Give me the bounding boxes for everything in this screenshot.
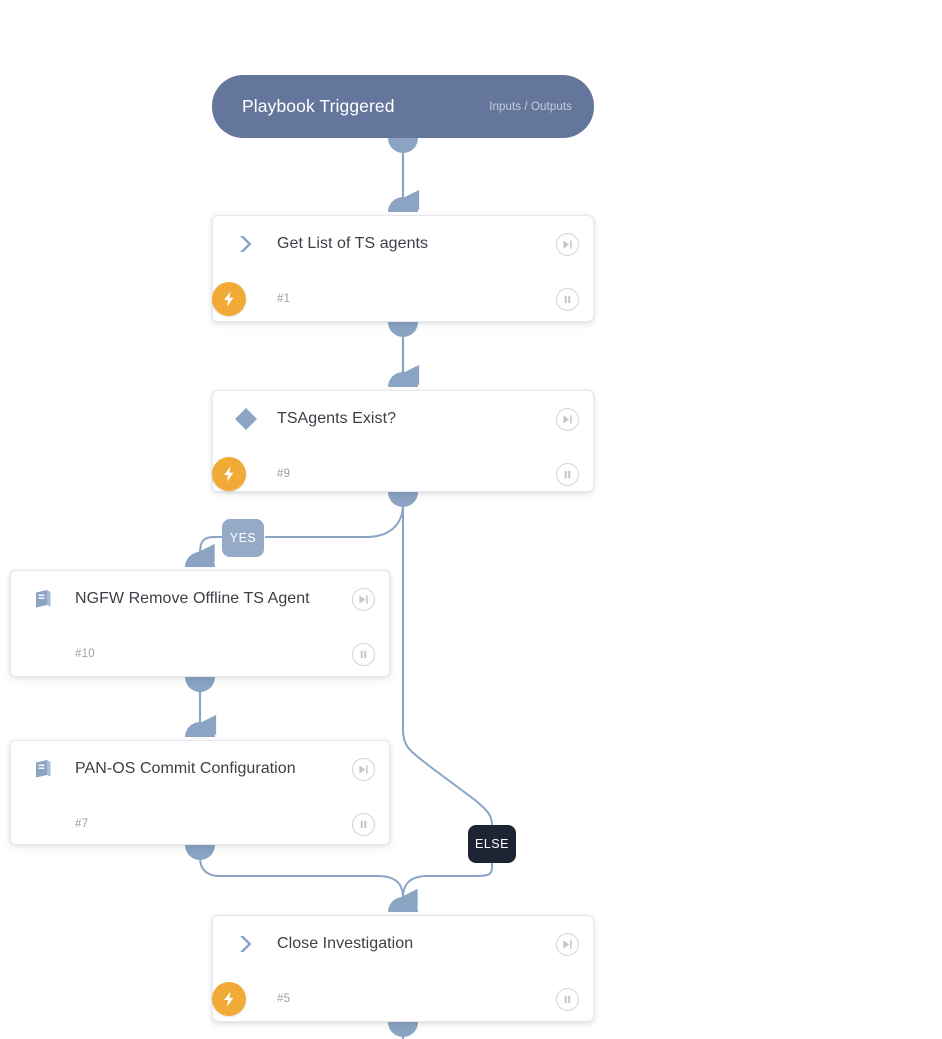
task-id-label: #7 <box>75 818 89 830</box>
playbook-triggered-header[interactable]: Playbook Triggered Inputs / Outputs <box>212 75 594 138</box>
task-id-label: #9 <box>277 468 291 480</box>
task-id-label: #10 <box>75 648 95 660</box>
skip-forward-icon[interactable] <box>556 932 579 956</box>
task-card-ngfw-remove-offline-ts-agent[interactable]: NGFW Remove Offline TS Agent #10 <box>10 570 390 677</box>
branch-label-yes[interactable]: YES <box>222 519 264 557</box>
task-card-header: TSAgents Exist? <box>213 391 593 447</box>
task-card-pan-os-commit-configuration[interactable]: PAN-OS Commit Configuration #7 <box>10 740 390 845</box>
task-title: Close Investigation <box>277 935 414 952</box>
task-card-get-list-of-ts-agents[interactable]: Get List of TS agents #1 <box>212 215 594 322</box>
edge-task7-to-task5 <box>199 856 418 908</box>
chevron-right-icon <box>231 929 261 959</box>
task-card-header: Get List of TS agents <box>213 216 593 272</box>
lightning-bolt-icon <box>212 457 246 491</box>
task-id-label: #1 <box>277 293 291 305</box>
pause-icon[interactable] <box>556 462 579 486</box>
port-task10-in <box>185 552 215 567</box>
task-title: PAN-OS Commit Configuration <box>75 760 296 777</box>
port-task9-in <box>388 372 418 387</box>
inputs-outputs-link[interactable]: Inputs / Outputs <box>489 100 572 113</box>
pause-icon[interactable] <box>556 987 579 1011</box>
task-title: NGFW Remove Offline TS Agent <box>75 590 310 607</box>
port-task5-in <box>388 897 418 912</box>
pause-icon[interactable] <box>352 812 375 836</box>
book-playbook-icon <box>29 754 59 784</box>
pause-icon[interactable] <box>556 287 579 311</box>
book-playbook-icon <box>29 584 59 614</box>
port-header-out <box>388 138 418 153</box>
skip-forward-icon[interactable] <box>352 587 375 611</box>
skip-forward-icon[interactable] <box>556 232 579 256</box>
lightning-bolt-icon <box>212 982 246 1016</box>
task-card-footer: #10 <box>11 627 389 681</box>
port-task1-in <box>388 197 418 212</box>
edge-else-to-task5 <box>402 863 493 899</box>
task-card-header: Close Investigation <box>213 916 593 972</box>
task-id-label: #5 <box>277 993 291 1005</box>
lightning-bolt-icon <box>212 282 246 316</box>
task-card-footer: #1 <box>212 272 593 326</box>
skip-forward-icon[interactable] <box>556 407 579 431</box>
branch-label-else[interactable]: ELSE <box>468 825 516 863</box>
task-title: TSAgents Exist? <box>277 410 397 427</box>
pause-icon[interactable] <box>352 642 375 666</box>
edge-yes-to-task10 <box>196 536 222 563</box>
task-card-footer: #9 <box>212 447 593 501</box>
port-task7-in <box>185 722 215 737</box>
chevron-right-icon <box>231 229 261 259</box>
task-card-header: PAN-OS Commit Configuration <box>11 741 389 797</box>
task-card-header: NGFW Remove Offline TS Agent <box>11 571 389 627</box>
skip-forward-icon[interactable] <box>352 757 375 781</box>
edge-task9-to-yes <box>265 503 404 538</box>
task-card-footer: #5 <box>212 972 593 1026</box>
diamond-condition-icon <box>231 404 261 434</box>
task-card-close-investigation[interactable]: Close Investigation #5 <box>212 915 594 1022</box>
task-title: Get List of TS agents <box>277 235 429 252</box>
task-card-footer: #7 <box>11 797 389 851</box>
page-title: Playbook Triggered <box>242 96 395 116</box>
task-card-tsagents-exist[interactable]: TSAgents Exist? #9 <box>212 390 594 492</box>
edge-task9-to-else <box>402 504 493 826</box>
